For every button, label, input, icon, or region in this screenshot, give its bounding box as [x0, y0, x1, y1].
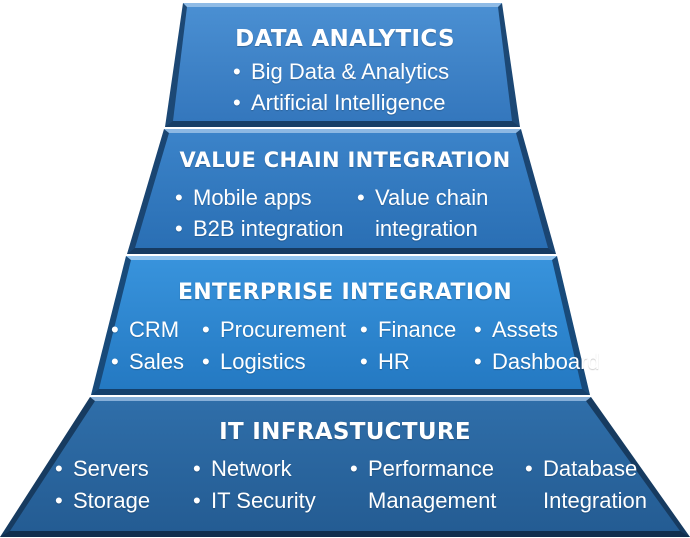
bullet-icon: • — [193, 456, 201, 481]
list-item: •IT Security — [193, 488, 316, 513]
list-item: •B2B integration — [175, 216, 344, 241]
bullet-icon: • — [175, 185, 183, 210]
list-item: •CRM — [111, 317, 180, 342]
bullet-icon: • — [525, 456, 533, 481]
list-item: •Big Data & Analytics — [233, 59, 450, 84]
list-item: •Logistics — [202, 349, 306, 374]
bullet-icon: • — [202, 349, 210, 374]
list-item-continuation: integration — [375, 216, 478, 241]
list-item: •Finance — [360, 317, 457, 342]
layer-title-it-infrastructure: IT INFRASTUCTURE — [219, 419, 471, 445]
layer-data-analytics — [165, 3, 520, 127]
bullet-icon: • — [202, 317, 210, 342]
bullet-icon: • — [474, 317, 482, 342]
list-item: •Performance — [350, 456, 494, 481]
layer-enterprise-integration — [91, 256, 590, 395]
list-item: •Value chain — [357, 185, 489, 210]
bullet-icon: • — [360, 349, 368, 374]
layer-title-data-analytics: DATA ANALYTICS — [235, 26, 455, 52]
list-item: •Mobile apps — [175, 185, 312, 210]
layer-value-chain-integration — [127, 129, 556, 254]
bullet-icon: • — [193, 488, 201, 513]
bullet-icon: • — [175, 216, 183, 241]
list-item-continuation: Integration — [543, 488, 647, 513]
list-item: •Artificial Intelligence — [233, 90, 446, 115]
layer-it-infrastructure — [0, 397, 690, 537]
list-item: •Dashboard — [474, 349, 600, 374]
list-item: •Sales — [111, 349, 185, 374]
bullet-icon: • — [350, 456, 358, 481]
bullet-icon: • — [233, 59, 241, 84]
bullet-icon: • — [111, 317, 119, 342]
list-item: •Assets — [474, 317, 559, 342]
list-item: •HR — [360, 349, 410, 374]
layer-title-enterprise-integration: ENTERPRISE INTEGRATION — [177, 280, 513, 305]
bullet-icon: • — [111, 349, 119, 374]
list-item: •Procurement — [202, 317, 346, 342]
list-item: •Network — [193, 456, 292, 481]
list-item-continuation: Management — [368, 488, 497, 513]
bullet-icon: • — [360, 317, 368, 342]
bullet-icon: • — [233, 90, 241, 115]
bullet-icon: • — [55, 456, 63, 481]
bullet-icon: • — [357, 185, 365, 210]
list-item: •Storage — [55, 488, 151, 513]
bullet-icon: • — [55, 488, 63, 513]
bullet-icon: • — [474, 349, 482, 374]
layer-title-value-chain-integration: VALUE CHAIN INTEGRATION — [179, 148, 511, 172]
list-item: •Database — [525, 456, 638, 481]
list-item: •Servers — [55, 456, 149, 481]
